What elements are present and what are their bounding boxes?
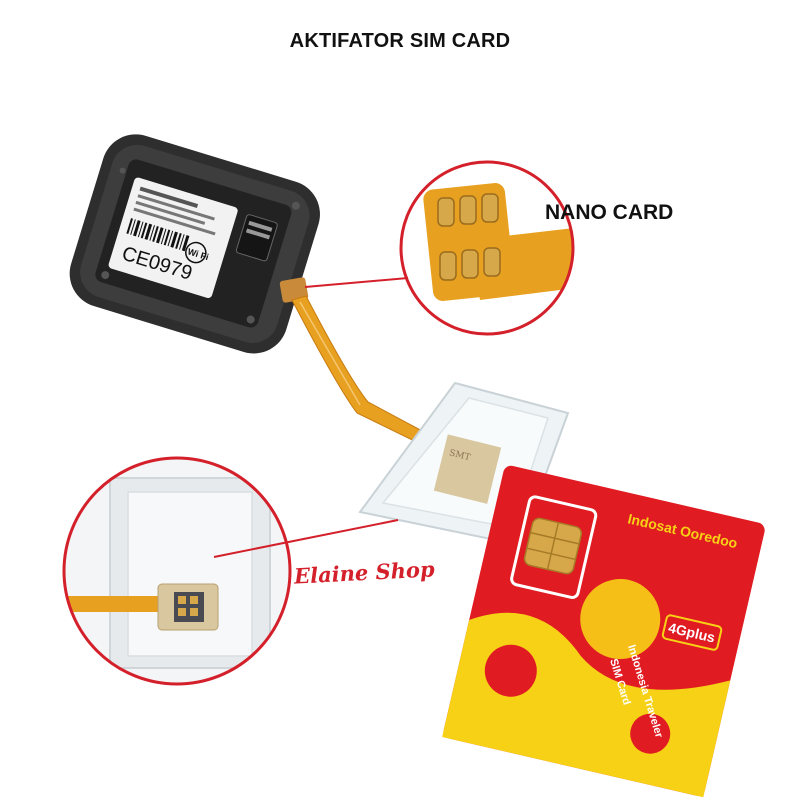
tray-callout xyxy=(62,456,292,686)
wifi-logo-icon xyxy=(185,241,207,264)
tray-callout-pointer xyxy=(213,519,399,558)
nano-callout-pointer xyxy=(304,277,409,288)
nano-adapter-tip xyxy=(279,277,309,303)
indosat-sim-card: Indosat Ooredoo 4Gplus xyxy=(442,465,765,798)
nano-card-callout xyxy=(399,160,575,336)
nano-card-label: NANO CARD xyxy=(545,201,674,224)
sim-slot xyxy=(235,214,278,262)
mifi-modem: CE0979 Wi Fi xyxy=(69,134,320,354)
barcode xyxy=(126,218,190,252)
page-title: AKTIFATOR SIM CARD xyxy=(289,30,511,52)
